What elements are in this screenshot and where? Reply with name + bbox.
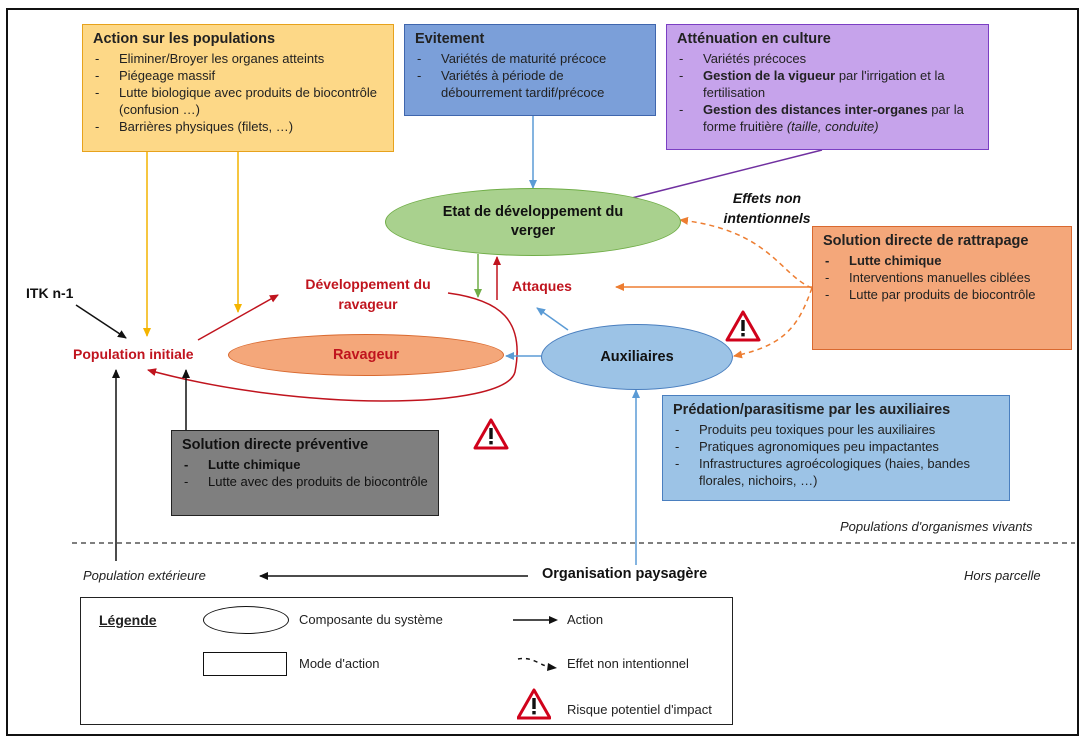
list-item: Eliminer/Broyer les organes atteints xyxy=(93,50,383,67)
list-item: Barrières physiques (filets, …) xyxy=(93,118,383,135)
list-item: Variétés de maturité précoce xyxy=(415,50,645,67)
list-item: Lutte par produits de biocontrôle xyxy=(823,286,1061,303)
list-item: Gestion de la vigueur par l'irrigation e… xyxy=(677,67,978,101)
legend: Légende Composante du système Mode d'act… xyxy=(80,597,733,725)
verger-label: Etat de développement du verger xyxy=(442,204,624,239)
organisation-label: Organisation paysagère xyxy=(542,566,708,582)
attenuation-box: Atténuation en culture Variétés précoces… xyxy=(666,24,989,150)
legend-composante: Composante du système xyxy=(299,612,443,627)
warning-icon xyxy=(517,688,551,720)
legend-mode: Mode d'action xyxy=(299,656,380,671)
arrow-auxiliaires-to-attaques xyxy=(536,307,569,331)
predation-title: Prédation/parasitisme par les auxiliaire… xyxy=(673,402,951,418)
arrow-effet-to-auxiliaires xyxy=(733,287,813,359)
list-item: Lutte biologique avec produits de biocon… xyxy=(93,84,383,118)
verger-node: Etat de développement du verger xyxy=(385,188,681,256)
warning-icon xyxy=(725,310,761,342)
legend-effet: Effet non intentionnel xyxy=(567,656,689,671)
population-exterieure-label: Population extérieure xyxy=(83,568,206,583)
predation-box: Prédation/parasitisme par les auxiliaire… xyxy=(662,395,1010,501)
ravageur-label: Ravageur xyxy=(332,346,400,363)
list-item: Lutte chimique xyxy=(182,456,428,473)
hors-parcelle-label: Hors parcelle xyxy=(964,568,1041,583)
bold-text: Gestion de la vigueur xyxy=(703,68,836,83)
text: par la forme fruitière xyxy=(703,102,964,134)
populations-vivants-label: Populations d'organismes vivants xyxy=(840,519,1033,534)
evitement-box: Evitement Variétés de maturité précoce V… xyxy=(404,24,656,116)
list-item: Lutte avec des produits de biocontrôle xyxy=(182,473,428,490)
list-item: Pratiques agronomiques peu impactantes xyxy=(673,438,999,455)
list-item: Variétés précoces xyxy=(677,50,978,67)
rattrapage-box: Solution directe de rattrapage Lutte chi… xyxy=(812,226,1072,350)
ravageur-node: Ravageur xyxy=(228,334,504,376)
effets-label: Effets non intentionnels xyxy=(723,190,811,226)
legend-dashed-arrow-icon xyxy=(517,657,557,671)
legend-arrow-icon xyxy=(513,616,558,624)
evitement-title: Evitement xyxy=(415,31,485,47)
auxiliaires-node: Auxiliaires xyxy=(541,324,733,390)
arrow-developpement-loop xyxy=(147,292,518,402)
auxiliaires-label: Auxiliaires xyxy=(600,348,674,365)
italic-text: (taille, conduite) xyxy=(786,119,879,134)
list-item: Interventions manuelles ciblées xyxy=(823,269,1061,286)
legend-ellipse-swatch xyxy=(203,606,289,634)
list-item: Infrastructures agroécologiques (haies, … xyxy=(673,455,999,489)
arrow-attenuation-to-verger xyxy=(611,149,823,205)
rattrapage-title: Solution directe de rattrapage xyxy=(823,233,1029,249)
action-populations-box: Action sur les populations Eliminer/Broy… xyxy=(82,24,394,152)
developpement-label: Développement du ravageur xyxy=(305,276,431,312)
legend-title: Légende xyxy=(99,612,157,628)
text: par l'irrigation et la fertilisation xyxy=(703,68,945,100)
diagram-frame xyxy=(6,8,1079,736)
list-item: Piégeage massif xyxy=(93,67,383,84)
bold-text: Gestion des distances inter-organes xyxy=(703,102,928,117)
legend-action: Action xyxy=(567,612,604,627)
population-initiale-label: Population initiale xyxy=(73,346,194,362)
action-populations-title: Action sur les populations xyxy=(93,31,276,47)
preventive-box: Solution directe préventive Lutte chimiq… xyxy=(171,430,439,516)
arrow-effet-to-verger xyxy=(679,216,813,289)
legend-risque: Risque potentiel d'impact xyxy=(567,702,712,717)
legend-box-swatch xyxy=(203,652,287,676)
list-item: Lutte chimique xyxy=(823,252,1061,269)
list-item: Variétés à période de débourrement tardi… xyxy=(415,67,645,101)
arrow-population-to-developpement xyxy=(197,294,279,341)
list-item: Produits peu toxiques pour les auxiliair… xyxy=(673,421,999,438)
preventive-title: Solution directe préventive xyxy=(182,437,369,453)
warning-icon xyxy=(473,418,509,450)
itk-label: ITK n-1 xyxy=(26,285,74,301)
list-item: Gestion des distances inter-organes par … xyxy=(677,101,978,135)
attaques-label: Attaques xyxy=(512,278,572,294)
attenuation-title: Atténuation en culture xyxy=(677,31,831,47)
arrow-itk-to-population xyxy=(75,304,127,339)
